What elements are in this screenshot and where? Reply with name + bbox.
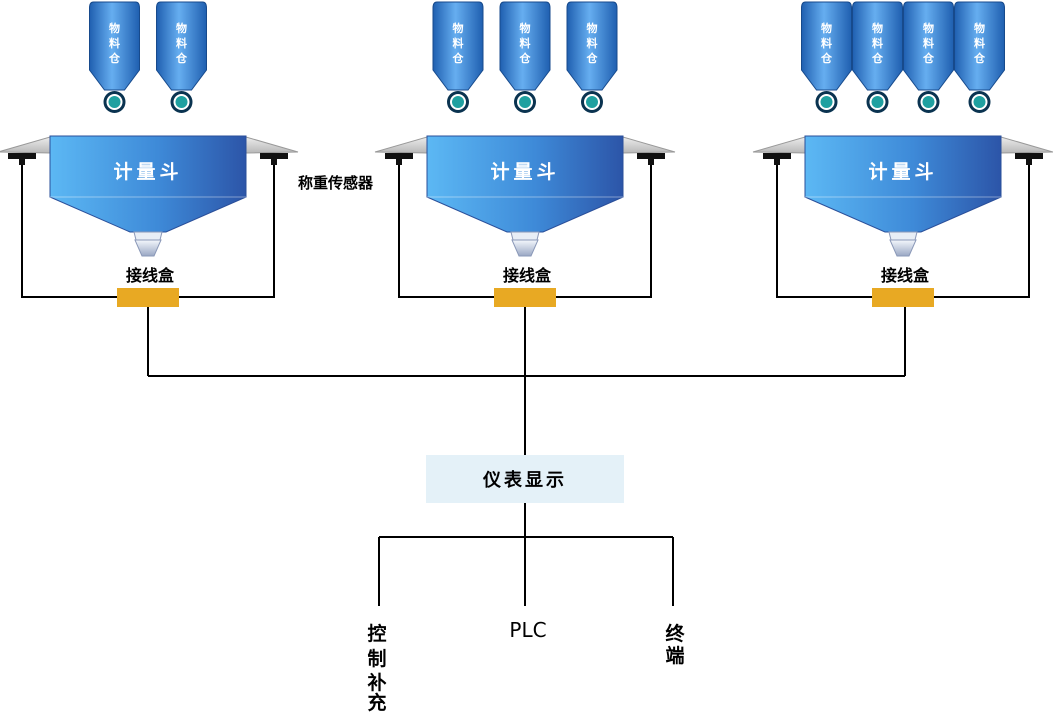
silo-label-char: 料: [453, 36, 464, 50]
output-terminal: 终 端: [665, 622, 685, 667]
load-cell-icon: [1015, 153, 1043, 165]
instrument-display: 仪表显示: [426, 455, 624, 503]
output-control-supplement: 控 制 补 充: [367, 622, 386, 712]
silo-label-char: 物: [520, 21, 531, 35]
silo-label-char: 料: [176, 36, 187, 50]
material-silo: 物料仓: [566, 1, 618, 113]
output-control-char-4: 充: [367, 691, 386, 712]
hopper-wing-left: [0, 136, 51, 154]
silo-label-char: 物: [176, 21, 187, 35]
output-control-char-2: 制: [367, 647, 386, 670]
silo-label-char: 物: [453, 21, 464, 35]
material-silo: 物料仓: [801, 1, 852, 113]
silo-label-char: 仓: [175, 51, 188, 65]
silo-label-char: 仓: [922, 51, 935, 65]
output-control-char-1: 控: [367, 622, 386, 645]
silo-label-char: 仓: [871, 51, 884, 65]
silo-label-char: 料: [520, 36, 531, 50]
silo-label-char: 仓: [452, 51, 465, 65]
silo-label-char: 仓: [108, 51, 121, 65]
output-control-char-3: 补: [367, 671, 386, 694]
silo-label-char: 料: [587, 36, 598, 50]
material-silo: 物料仓: [499, 1, 551, 113]
silo-label-char: 物: [872, 21, 883, 35]
silo-label-char: 物: [109, 21, 120, 35]
junction-box: [872, 288, 934, 307]
junction-box: [494, 288, 556, 307]
load-cell-icon: [385, 153, 413, 165]
silo-label-char: 仓: [973, 51, 986, 65]
junction-box-label: 接线盒: [126, 266, 175, 285]
junction-wiring: [398, 165, 652, 298]
weigh-hopper-label: 计量斗: [868, 161, 937, 183]
material-silo: 物料仓: [954, 1, 1005, 113]
output-distribution: [378, 503, 674, 606]
silo-label-char: 料: [872, 36, 883, 50]
hopper-units: 物料仓物料仓计量斗接线盒物料仓物料仓物料仓计量斗接线盒物料仓物料仓物料仓物料仓计…: [0, 1, 1053, 307]
silo-label-char: 物: [821, 21, 832, 35]
load-cell-icon: [260, 153, 288, 165]
load-cell-icon: [637, 153, 665, 165]
material-silo: 物料仓: [852, 1, 903, 113]
silo-label-char: 仓: [820, 51, 833, 65]
load-cell-icon: [763, 153, 791, 165]
junction-wiring: [776, 165, 1030, 298]
material-silo: 物料仓: [903, 1, 954, 113]
silo-label-char: 料: [923, 36, 934, 50]
silo-label-char: 料: [821, 36, 832, 50]
load-cell-icon: [8, 153, 36, 165]
weighing-sensor-label: 称重传感器: [298, 174, 374, 192]
junction-box: [117, 288, 179, 307]
instrument-display-label: 仪表显示: [482, 469, 567, 491]
silo-label-char: 料: [974, 36, 985, 50]
silo-label-char: 仓: [586, 51, 599, 65]
weigh-hopper-label: 计量斗: [490, 161, 559, 183]
signal-bus: [147, 307, 906, 456]
silo-label-char: 仓: [519, 51, 532, 65]
weigh-hopper: 计量斗: [804, 135, 1002, 257]
output-terminal-char-1: 终: [665, 622, 685, 645]
hopper-wing-left: [752, 136, 806, 154]
weigh-hopper-label: 计量斗: [113, 161, 182, 183]
hopper-wing-left: [374, 136, 428, 154]
silo-label-char: 物: [587, 21, 598, 35]
material-silo: 物料仓: [89, 1, 140, 113]
weigh-hopper: 计量斗: [426, 135, 624, 257]
silo-label-char: 料: [109, 36, 120, 50]
hopper-wing-right: [622, 136, 676, 154]
material-silo: 物料仓: [432, 1, 484, 113]
junction-box-label: 接线盒: [503, 266, 552, 285]
junction-box-label: 接线盒: [881, 266, 930, 285]
output-terminal-char-2: 端: [665, 644, 684, 667]
silo-label-char: 物: [974, 21, 985, 35]
junction-wiring: [21, 165, 275, 298]
hopper-wing-right: [245, 136, 299, 154]
hopper-wing-right: [1000, 136, 1053, 154]
material-silo: 物料仓: [156, 1, 207, 113]
weigh-hopper: 计量斗: [49, 135, 247, 257]
output-plc: PLC: [509, 618, 546, 642]
silo-label-char: 物: [923, 21, 934, 35]
